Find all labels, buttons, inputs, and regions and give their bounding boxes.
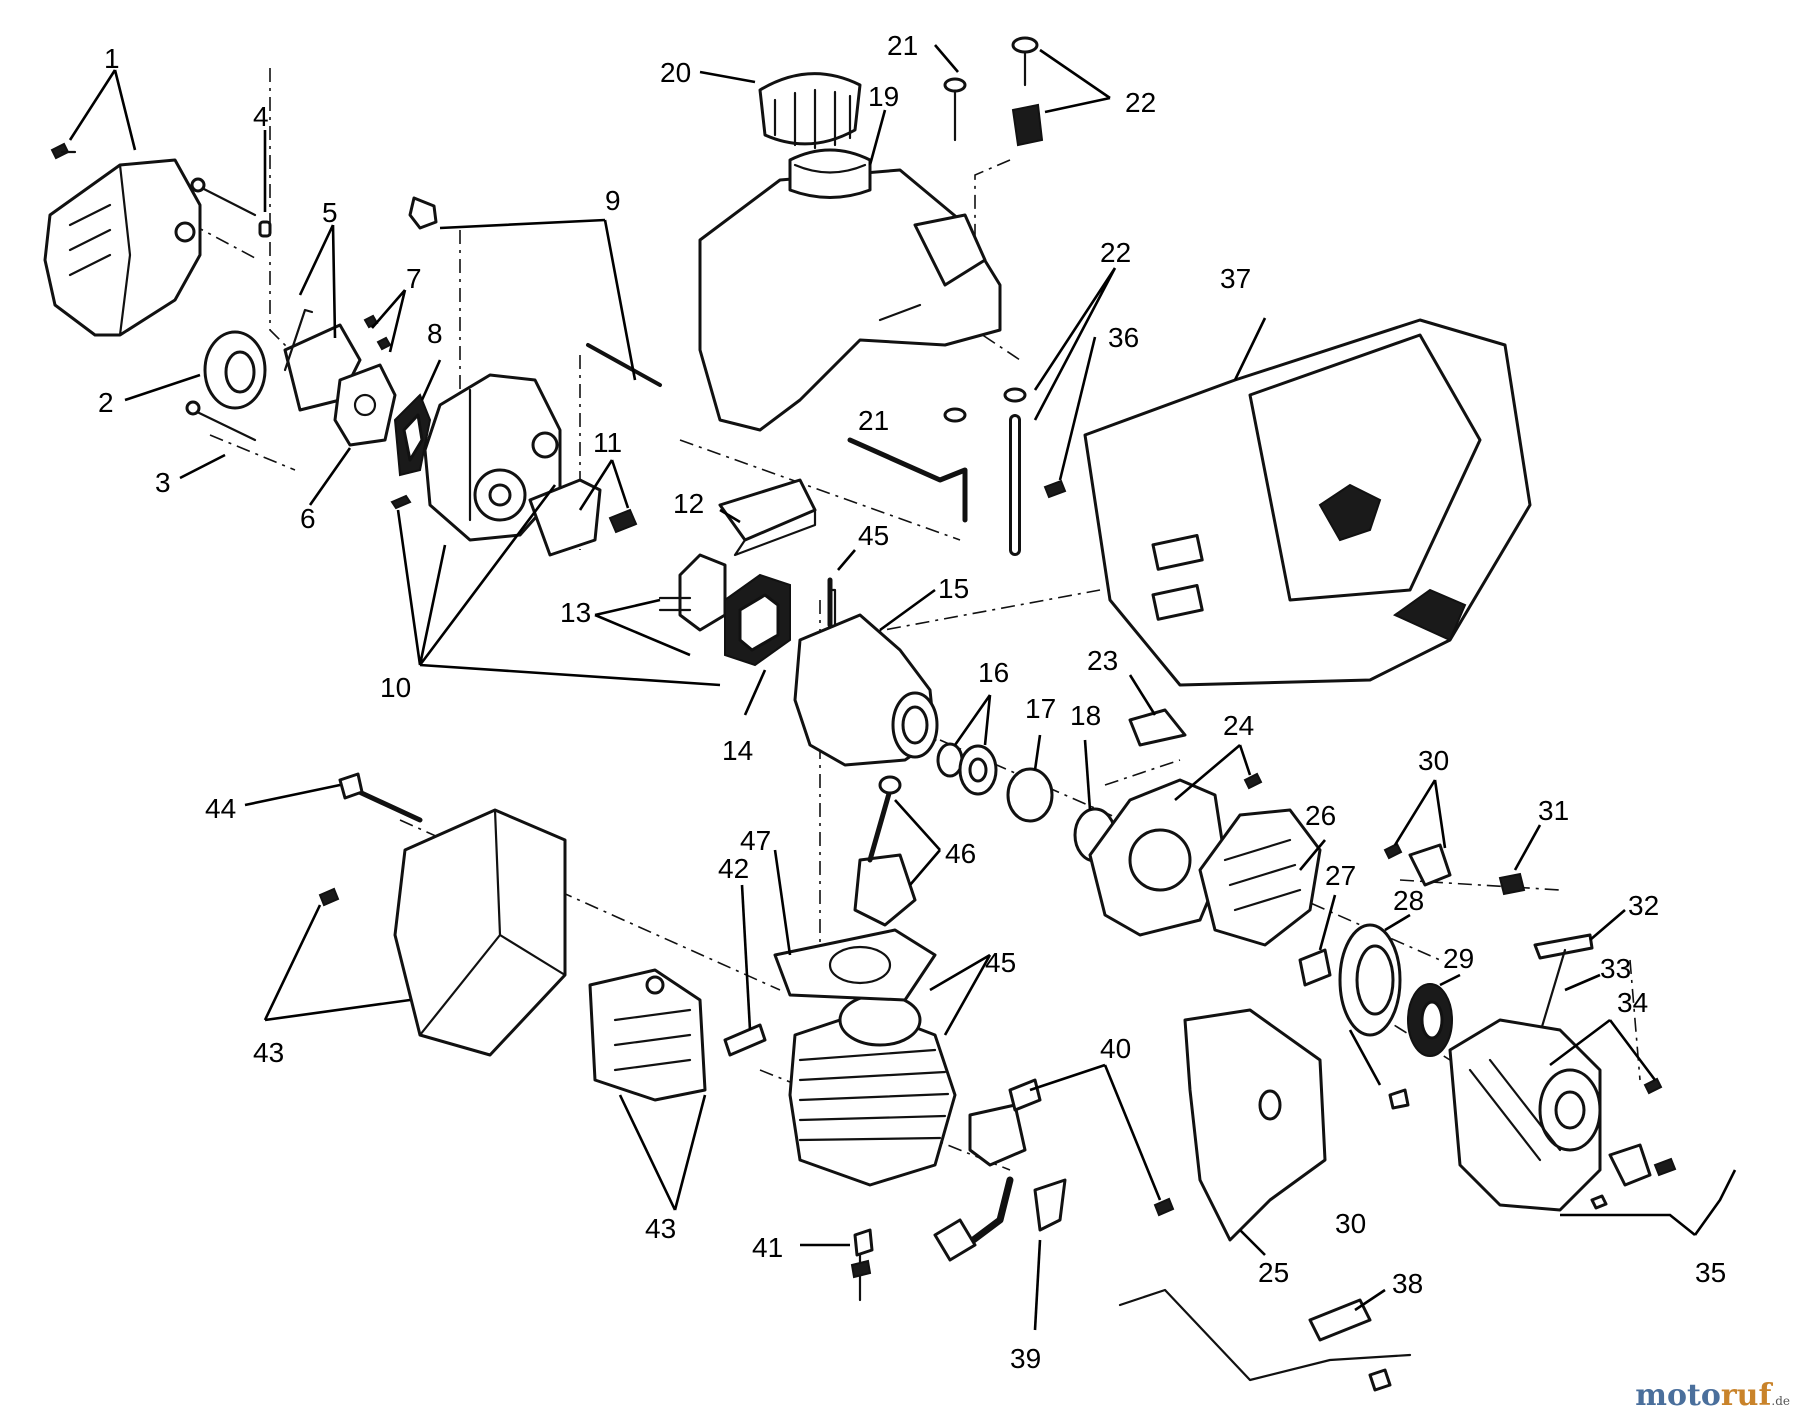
air-filter-housing-part [423,373,562,542]
callout-7: 7 [406,263,422,294]
fan-housing-part [1088,778,1227,937]
callout-30-top: 30 [1418,745,1449,776]
callout-24: 24 [1223,710,1254,741]
callout-43-left: 43 [253,1037,284,1068]
callout-41: 41 [752,1232,783,1263]
callout-10: 10 [380,672,411,703]
callout-1: 1 [104,43,120,74]
callout-26: 26 [1305,800,1336,831]
engine-shroud-cover-part [1083,318,1532,687]
callout-4: 4 [253,101,269,132]
callout-32: 32 [1628,890,1659,921]
callout-21-top: 21 [887,30,918,61]
callout-36: 36 [1108,322,1139,353]
callout-45-top: 45 [858,520,889,551]
callout-20: 20 [660,57,691,88]
callout-40: 40 [1100,1033,1131,1064]
callout-14: 14 [722,735,753,766]
callout-27: 27 [1325,860,1356,891]
callout-38: 38 [1392,1268,1423,1299]
callout-16: 16 [978,657,1009,688]
crankcase-part [793,588,939,767]
engine-parts [43,36,1677,1392]
recoil-starter-part [1448,1018,1602,1212]
watermark-tld: .de [1771,1394,1790,1408]
callout-leader-lines [68,44,1737,1331]
fuel-tank-part [698,148,1002,432]
callout-22-top: 22 [1125,87,1156,118]
muffler-part [588,968,707,1102]
callout-3: 3 [155,467,171,498]
heat-shield-part [393,808,567,1057]
callout-34: 34 [1617,987,1648,1018]
callout-12: 12 [673,488,704,519]
cylinder-part [788,993,957,1187]
callout-13: 13 [560,597,591,628]
callout-17: 17 [1025,693,1056,724]
callout-15: 15 [938,573,969,604]
watermark-logo: motoruf.de [1635,1378,1790,1413]
callout-22-mid: 22 [1100,237,1131,268]
callout-8: 8 [427,318,443,349]
watermark-part1: moto [1635,1378,1721,1413]
callout-5: 5 [322,197,338,228]
callout-45-bottom: 45 [985,947,1016,978]
callout-28: 28 [1393,885,1424,916]
callout-46: 46 [945,838,976,869]
shroud-part [1183,1008,1327,1242]
engine-cover-part [43,158,202,337]
callout-29: 29 [1443,943,1474,974]
callout-2: 2 [98,387,114,418]
callout-6: 6 [300,503,316,534]
callout-42: 42 [718,853,749,884]
callout-44: 44 [205,793,236,824]
callout-21-bottom: 21 [858,405,889,436]
callout-37: 37 [1220,263,1251,294]
callout-18: 18 [1070,700,1101,731]
callout-47: 47 [740,825,771,856]
callout-30-bottom: 30 [1335,1208,1366,1239]
callout-25: 25 [1258,1257,1289,1288]
callout-39: 39 [1010,1343,1041,1374]
callout-9: 9 [605,185,621,216]
callout-labels: 1 2 3 4 5 6 7 8 9 10 11 12 13 14 15 16 1… [98,30,1726,1374]
callout-31: 31 [1538,795,1569,826]
callout-19: 19 [868,81,899,112]
callout-43-right: 43 [645,1213,676,1244]
callout-23: 23 [1087,645,1118,676]
watermark-part2: ruf [1720,1378,1772,1413]
callout-33: 33 [1600,953,1631,984]
callout-11: 11 [593,427,622,458]
callout-35: 35 [1695,1257,1726,1288]
